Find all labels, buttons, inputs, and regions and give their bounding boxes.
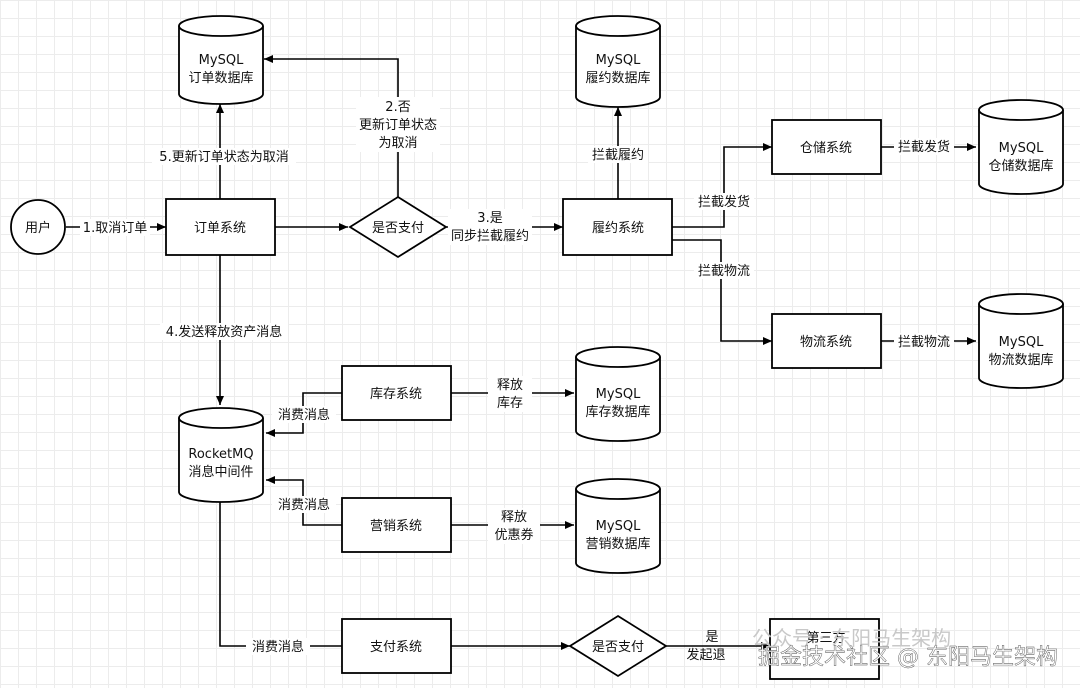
inventory-system-node bbox=[341, 365, 452, 421]
is-paid-decision-2 bbox=[568, 614, 668, 678]
edge-label-intercept-logistics-2: 拦截物流 bbox=[898, 335, 950, 350]
db-marketing-cylinder-lid bbox=[575, 488, 661, 500]
user-node bbox=[10, 199, 66, 255]
edge-label-send-release: 4.发送释放资产消息 bbox=[166, 324, 282, 340]
db-fulfill-cylinder bbox=[575, 15, 661, 108]
fulfill-system-node bbox=[562, 198, 673, 256]
db-logistics-line2: 物流数据库 bbox=[988, 352, 1053, 368]
mq-cylinder bbox=[178, 407, 264, 503]
db-inventory-line1: MySQL bbox=[596, 387, 641, 402]
edge-label-release-coupon-1: 释放 bbox=[501, 510, 527, 525]
db-inventory-cylinder bbox=[575, 346, 661, 442]
db-order-line2: 订单数据库 bbox=[188, 70, 253, 86]
edge-fulfill-warehouse bbox=[672, 143, 772, 228]
db-warehouse-cylinder bbox=[978, 99, 1064, 195]
db-logistics-line1: MySQL bbox=[999, 335, 1044, 350]
is-paid-2-label: 是否支付 bbox=[592, 640, 644, 655]
fulfill-system-label: 履约系统 bbox=[592, 221, 644, 236]
edge-label-not-paid-3: 为取消 bbox=[378, 136, 417, 151]
db-marketing-line2: 营销数据库 bbox=[585, 536, 650, 552]
order-system-node bbox=[165, 198, 276, 256]
mq-cylinder-lid bbox=[178, 417, 264, 429]
db-inventory-line2: 库存数据库 bbox=[585, 404, 650, 420]
db-warehouse-line2: 仓储数据库 bbox=[988, 158, 1053, 174]
edge-label-consume-3: 消费消息 bbox=[252, 639, 304, 655]
edge-label-intercept-fulfill: 拦截履约 bbox=[592, 148, 644, 163]
edge-label-yes-refund-1: 是 bbox=[705, 630, 718, 645]
marketing-system-node bbox=[341, 497, 452, 553]
db-marketing-cylinder bbox=[575, 478, 661, 574]
db-warehouse-line1: MySQL bbox=[999, 141, 1044, 156]
payment-system-label: 支付系统 bbox=[370, 640, 422, 655]
order-system-label: 订单系统 bbox=[194, 221, 246, 236]
db-fulfill-cylinder-lid bbox=[575, 25, 661, 37]
db-order-cylinder-lid bbox=[178, 25, 264, 37]
db-marketing-line1: MySQL bbox=[596, 519, 641, 534]
logistics-system-label: 物流系统 bbox=[800, 335, 852, 350]
edge-label-not-paid-1: 2.否 bbox=[385, 100, 410, 115]
edge-label-cancel-order: 1.取消订单 bbox=[83, 221, 147, 236]
edge-label-release-stock-2: 库存 bbox=[497, 395, 523, 411]
edge-label-not-paid-2: 更新订单状态 bbox=[359, 117, 437, 133]
edge-label-consume-2: 消费消息 bbox=[278, 497, 330, 513]
marketing-system-label: 营销系统 bbox=[370, 519, 422, 534]
db-order-line1: MySQL bbox=[199, 53, 244, 68]
mq-line2: 消息中间件 bbox=[188, 464, 253, 480]
db-logistics-cylinder bbox=[978, 293, 1064, 389]
edge-label-consume-1: 消费消息 bbox=[278, 407, 330, 423]
db-order-cylinder bbox=[178, 15, 264, 105]
db-warehouse-cylinder-lid bbox=[978, 109, 1064, 121]
edge-label-intercept-ship-2: 拦截发货 bbox=[898, 139, 950, 155]
db-fulfill-line2: 履约数据库 bbox=[585, 70, 650, 86]
logistics-system-node bbox=[771, 313, 882, 369]
edge-payment-mq bbox=[216, 492, 342, 647]
third-party-node bbox=[769, 618, 880, 680]
is-paid-1-label: 是否支付 bbox=[372, 221, 424, 236]
user-label: 用户 bbox=[25, 220, 51, 236]
edge-label-yes-refund-2: 发起退 bbox=[686, 647, 725, 663]
db-inventory-cylinder-lid bbox=[575, 356, 661, 368]
inventory-system-label: 库存系统 bbox=[370, 386, 422, 402]
edge-label-intercept-logistics-1: 拦截物流 bbox=[698, 264, 750, 279]
watermark-main: 掘金技术社区 @ 东阳马生架构 bbox=[758, 645, 1058, 670]
edge-label-update-cancel: 5.更新订单状态为取消 bbox=[159, 149, 288, 165]
is-paid-decision-1 bbox=[348, 195, 448, 259]
edge-label-intercept-ship-1: 拦截发货 bbox=[698, 194, 750, 210]
db-fulfill-line1: MySQL bbox=[596, 53, 641, 68]
db-logistics-cylinder-lid bbox=[978, 303, 1064, 315]
edge-fulfill-logistics bbox=[672, 239, 772, 345]
edge-label-paid-2: 同步拦截履约 bbox=[451, 229, 529, 244]
mq-line1: RocketMQ bbox=[188, 447, 253, 462]
payment-system-node bbox=[341, 618, 452, 674]
edge-label-release-stock-1: 释放 bbox=[497, 378, 523, 393]
third-party-label: 第三方 bbox=[806, 630, 845, 646]
warehouse-system-node bbox=[771, 119, 882, 175]
edge-label-paid-1: 3.是 bbox=[477, 211, 502, 226]
watermark-faint: 公众号 · 东阳马生架构 bbox=[752, 626, 951, 650]
edge-label-release-coupon-2: 优惠券 bbox=[494, 527, 533, 543]
warehouse-system-label: 仓储系统 bbox=[800, 141, 852, 156]
